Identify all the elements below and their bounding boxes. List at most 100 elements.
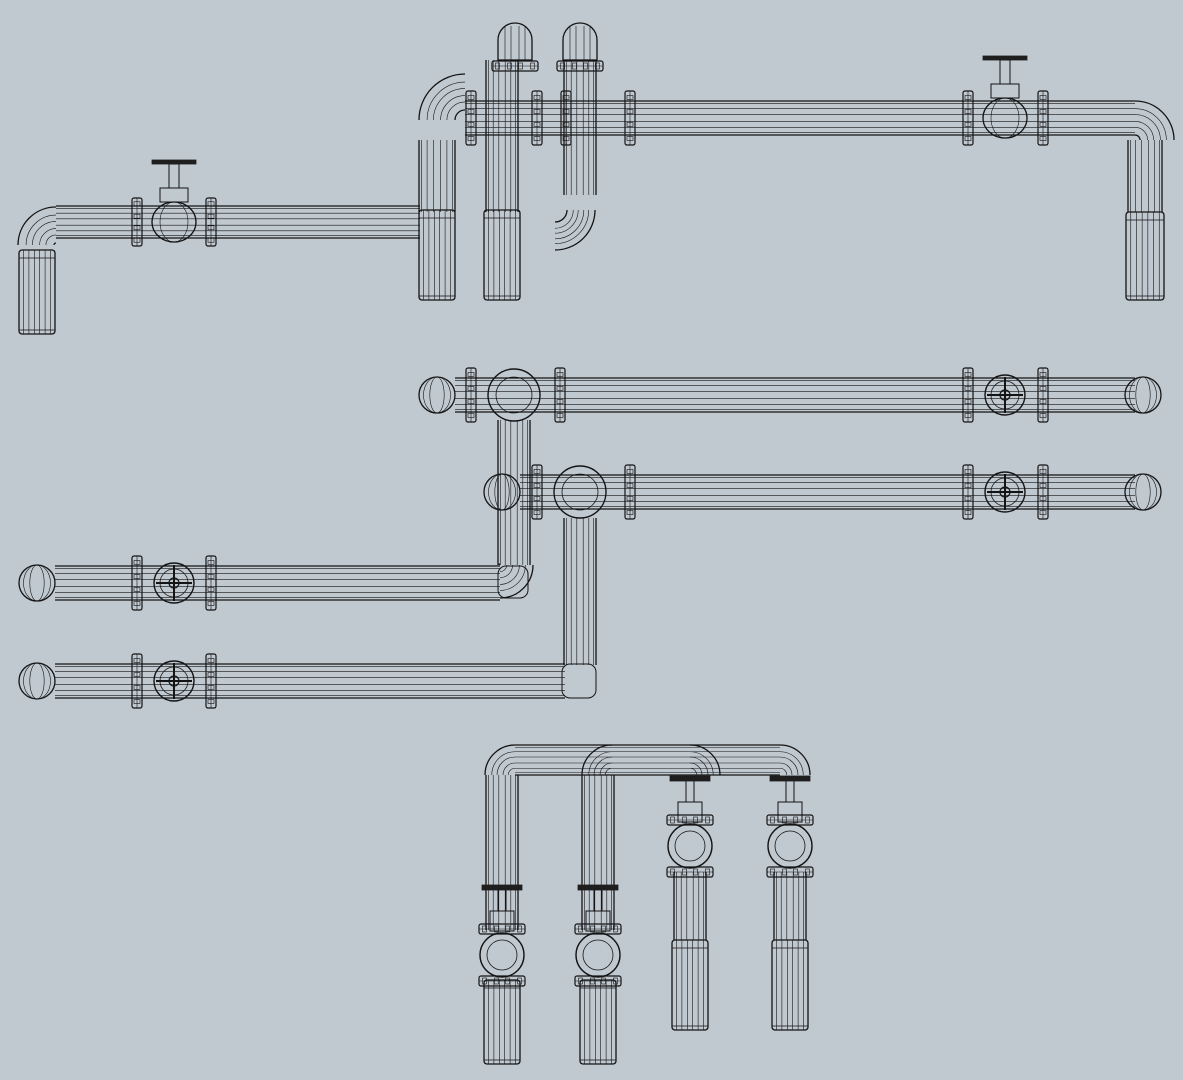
ball-valve-body — [984, 374, 1026, 416]
elbow-arc — [554, 209, 585, 240]
elbow-arc — [599, 762, 613, 776]
flange-bolt — [626, 469, 634, 474]
flange-bolt — [556, 399, 564, 404]
elbow-arc — [499, 564, 526, 591]
pipe-end-cap — [1135, 473, 1151, 511]
flange-bolt — [133, 601, 141, 606]
elbow-fitting — [497, 565, 529, 599]
flange-bolt — [705, 816, 710, 824]
flange-bolt — [693, 868, 698, 876]
flange-bolt — [782, 816, 787, 824]
elbow-arc — [454, 109, 466, 121]
flange-bolt — [601, 977, 606, 985]
flange-bolt — [467, 122, 475, 127]
flange-bolt — [467, 399, 475, 404]
pipe-end-cap — [418, 376, 456, 414]
flange-bolt — [613, 925, 618, 933]
pipe-end-cap — [488, 473, 516, 511]
elbow-arc — [496, 756, 516, 776]
flange-bolt — [533, 109, 541, 114]
flange-bolt — [560, 62, 565, 70]
sleeve-outline — [579, 979, 617, 1065]
elbow-arc — [779, 751, 804, 776]
gate-valve-body — [479, 932, 525, 978]
elbow-arc — [593, 756, 613, 776]
elbow-arc — [689, 751, 714, 776]
handwheel-icon — [481, 884, 523, 891]
elbow-arc — [779, 762, 793, 776]
flange-bolt — [964, 136, 972, 141]
flange-bolt — [133, 201, 141, 207]
ball-valve-body — [153, 562, 195, 604]
flange-bolt — [626, 136, 634, 141]
flange-bolt — [133, 237, 141, 243]
elbow-arc — [581, 744, 613, 776]
elbow-arc — [779, 767, 788, 776]
cross-fitting — [553, 465, 607, 519]
flange-bolt — [207, 699, 215, 704]
gate-valve-stem — [685, 779, 695, 803]
handwheel-icon — [669, 775, 711, 782]
pipe-end-cap — [483, 473, 521, 511]
flange-bolt — [782, 868, 787, 876]
flange-bolt — [964, 496, 972, 501]
gate-valve-body — [575, 932, 621, 978]
elbow-arc — [499, 564, 520, 585]
elbow-fitting — [561, 663, 597, 699]
gate-valve-body — [982, 97, 1028, 139]
elbow-arc — [1134, 134, 1141, 141]
flange-bolt — [556, 372, 564, 377]
gate-valve-body — [159, 201, 189, 243]
flange-bolt — [964, 399, 972, 404]
flange-bolt — [626, 496, 634, 501]
flange-bolt — [533, 95, 541, 100]
flange-bolt — [467, 136, 475, 141]
flange-bolt — [1039, 136, 1047, 141]
flange-bolt — [583, 62, 588, 70]
ball-valve-body — [984, 471, 1026, 513]
gate-valve-bonnet — [777, 801, 803, 823]
flange-bolt — [533, 483, 541, 488]
elbow-arc — [426, 81, 466, 121]
flange-bolt — [770, 816, 775, 824]
flange-bolt — [562, 95, 570, 100]
flange-bolt — [578, 925, 583, 933]
flange-bolt — [562, 136, 570, 141]
gate-valve-body — [990, 97, 1020, 139]
sleeve-outline — [671, 939, 709, 1031]
flange-bolt — [505, 977, 510, 985]
handwheel-icon — [769, 775, 811, 782]
flange-bolt — [601, 925, 606, 933]
flange-bolt — [562, 109, 570, 114]
elbow-arc — [45, 234, 57, 246]
elbow-arc — [554, 209, 579, 234]
elbow-arc — [554, 209, 574, 229]
flange-bolt — [793, 816, 798, 824]
flange-bolt — [964, 469, 972, 474]
bottom-drop-assembly — [478, 744, 814, 1065]
gate-valve-bonnet — [990, 83, 1020, 99]
flange-bolt — [1039, 483, 1047, 488]
flange-bolt — [556, 413, 564, 418]
flange-bolt — [133, 574, 141, 579]
flange-bolt — [207, 601, 215, 606]
pipe-end-cap — [494, 473, 510, 511]
flange-bolt — [133, 587, 141, 592]
flange-bolt — [133, 699, 141, 704]
flange-bolt — [964, 372, 972, 377]
flange-bolt — [1039, 496, 1047, 501]
elbow-arc — [554, 209, 596, 251]
gate-valve-body — [486, 939, 518, 971]
elbow-arc — [1134, 121, 1154, 141]
elbow-arc — [418, 73, 466, 121]
pipe-end-cap — [23, 564, 51, 602]
elbow-arc — [1134, 100, 1175, 141]
flange-bolt — [626, 510, 634, 515]
sleeve-outline — [418, 209, 456, 301]
elbow-arc — [689, 762, 703, 776]
elbow-arc — [484, 744, 516, 776]
flange-bolt — [518, 62, 523, 70]
elbow-arc — [1134, 108, 1167, 141]
